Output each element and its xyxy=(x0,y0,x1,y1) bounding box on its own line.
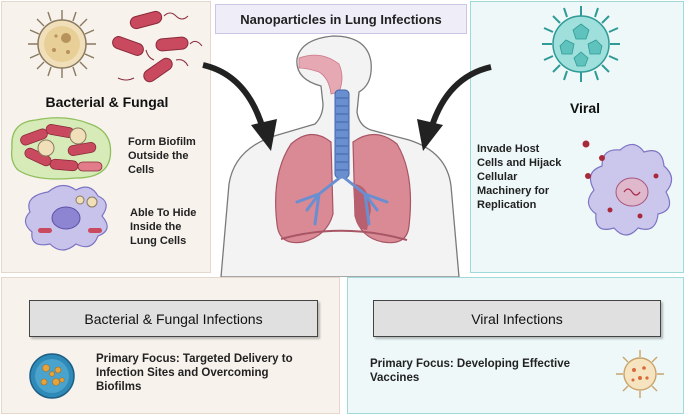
nanoparticle-icon xyxy=(29,353,75,399)
lung-cell-icon xyxy=(24,184,108,251)
bacterial-fungal-heading: Bacterial & Fungal xyxy=(45,94,169,110)
arrow-left-icon xyxy=(202,62,277,151)
vaccine-nanoparticle-icon xyxy=(616,350,664,398)
bacterial-fungal-infections-button[interactable]: Bacterial & Fungal Infections xyxy=(29,300,318,337)
viral-infections-panel xyxy=(347,277,684,414)
fungus-icon xyxy=(28,10,96,78)
biofilm-icon xyxy=(10,117,112,180)
viral-heading: Viral xyxy=(569,100,601,116)
bacteria-rods-icon xyxy=(112,10,203,83)
trachea-icon xyxy=(334,89,350,179)
arrow-right-icon xyxy=(417,64,492,151)
lungs-icon xyxy=(275,133,412,244)
viral-infections-button[interactable]: Viral Infections xyxy=(373,300,661,337)
page-title: Nanoparticles in Lung Infections xyxy=(215,4,467,34)
body-lungs-illustration xyxy=(220,35,460,277)
infected-cell-icon xyxy=(582,140,673,236)
virus-icon xyxy=(542,6,620,82)
